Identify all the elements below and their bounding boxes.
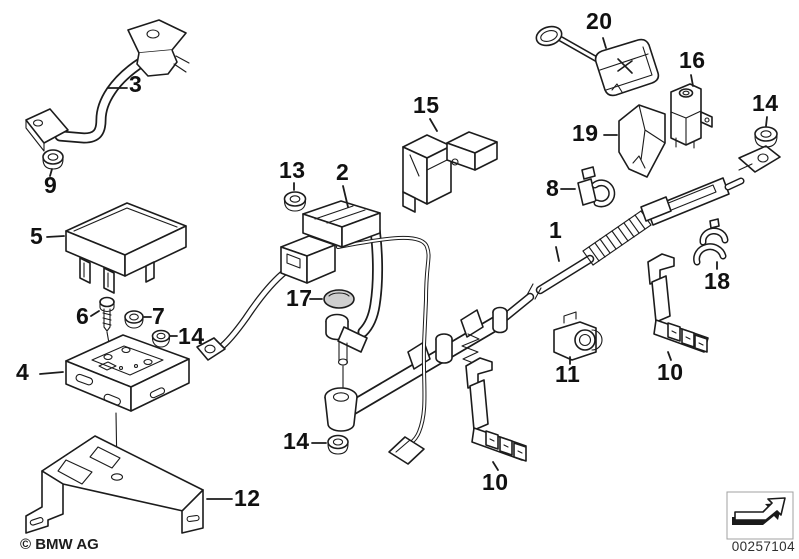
- cover-box: [65, 202, 187, 294]
- callout-13: 13: [279, 157, 306, 183]
- callout-14-left: 14: [178, 323, 205, 349]
- callout-9: 9: [44, 172, 58, 198]
- screw-6: [99, 296, 115, 332]
- callout-3: 3: [129, 71, 143, 97]
- callout-20: 20: [586, 8, 613, 34]
- negative-battery-cable: [25, 19, 190, 152]
- main-battery-cable: [344, 145, 781, 416]
- callout-14-right: 14: [752, 90, 779, 116]
- callout-10-right: 10: [657, 359, 684, 385]
- callout-14-center: 14: [283, 428, 310, 454]
- corner-arrow-icon: [726, 491, 794, 540]
- callout-18: 18: [704, 268, 731, 294]
- plus-terminal-cover: [535, 25, 660, 97]
- image-number: 00257104: [731, 539, 795, 554]
- copyright-notice: © BMW AG: [20, 536, 99, 553]
- cable-clamp-8: [577, 166, 616, 208]
- callout-2: 2: [336, 159, 350, 185]
- battery-cable-terminal: [196, 200, 431, 465]
- leader-lines: [39, 37, 768, 500]
- nut-9: [42, 149, 64, 170]
- callout-4: 4: [16, 359, 30, 385]
- callout-11: 11: [555, 361, 581, 387]
- grommet-11: [553, 311, 603, 361]
- callout-16: 16: [679, 47, 706, 73]
- callout-5: 5: [30, 223, 44, 249]
- callout-17: 17: [286, 285, 313, 311]
- nut-13: [283, 191, 307, 212]
- nut-14-left: [151, 329, 171, 348]
- retaining-clips-18: [693, 218, 729, 266]
- cable-holder-right: [647, 253, 709, 353]
- cable-holder-center: [465, 357, 527, 462]
- callout-6: 6: [76, 303, 90, 329]
- holder-16: [670, 83, 713, 149]
- nut-7: [124, 310, 144, 329]
- cap-17: [323, 289, 355, 309]
- nut-14-center: [327, 434, 349, 455]
- callout-15: 15: [413, 92, 440, 118]
- callout-19: 19: [572, 120, 599, 146]
- cover-bracket-19: [618, 104, 666, 178]
- callout-12: 12: [234, 485, 261, 511]
- callout-10-center: 10: [482, 469, 509, 495]
- distribution-box: [65, 331, 190, 473]
- callout-8: 8: [546, 175, 560, 201]
- holder-15: [402, 131, 498, 213]
- callout-7: 7: [152, 303, 166, 329]
- nut-14-right: [754, 126, 778, 148]
- callout-1: 1: [549, 217, 563, 243]
- mounting-bracket: [25, 435, 204, 534]
